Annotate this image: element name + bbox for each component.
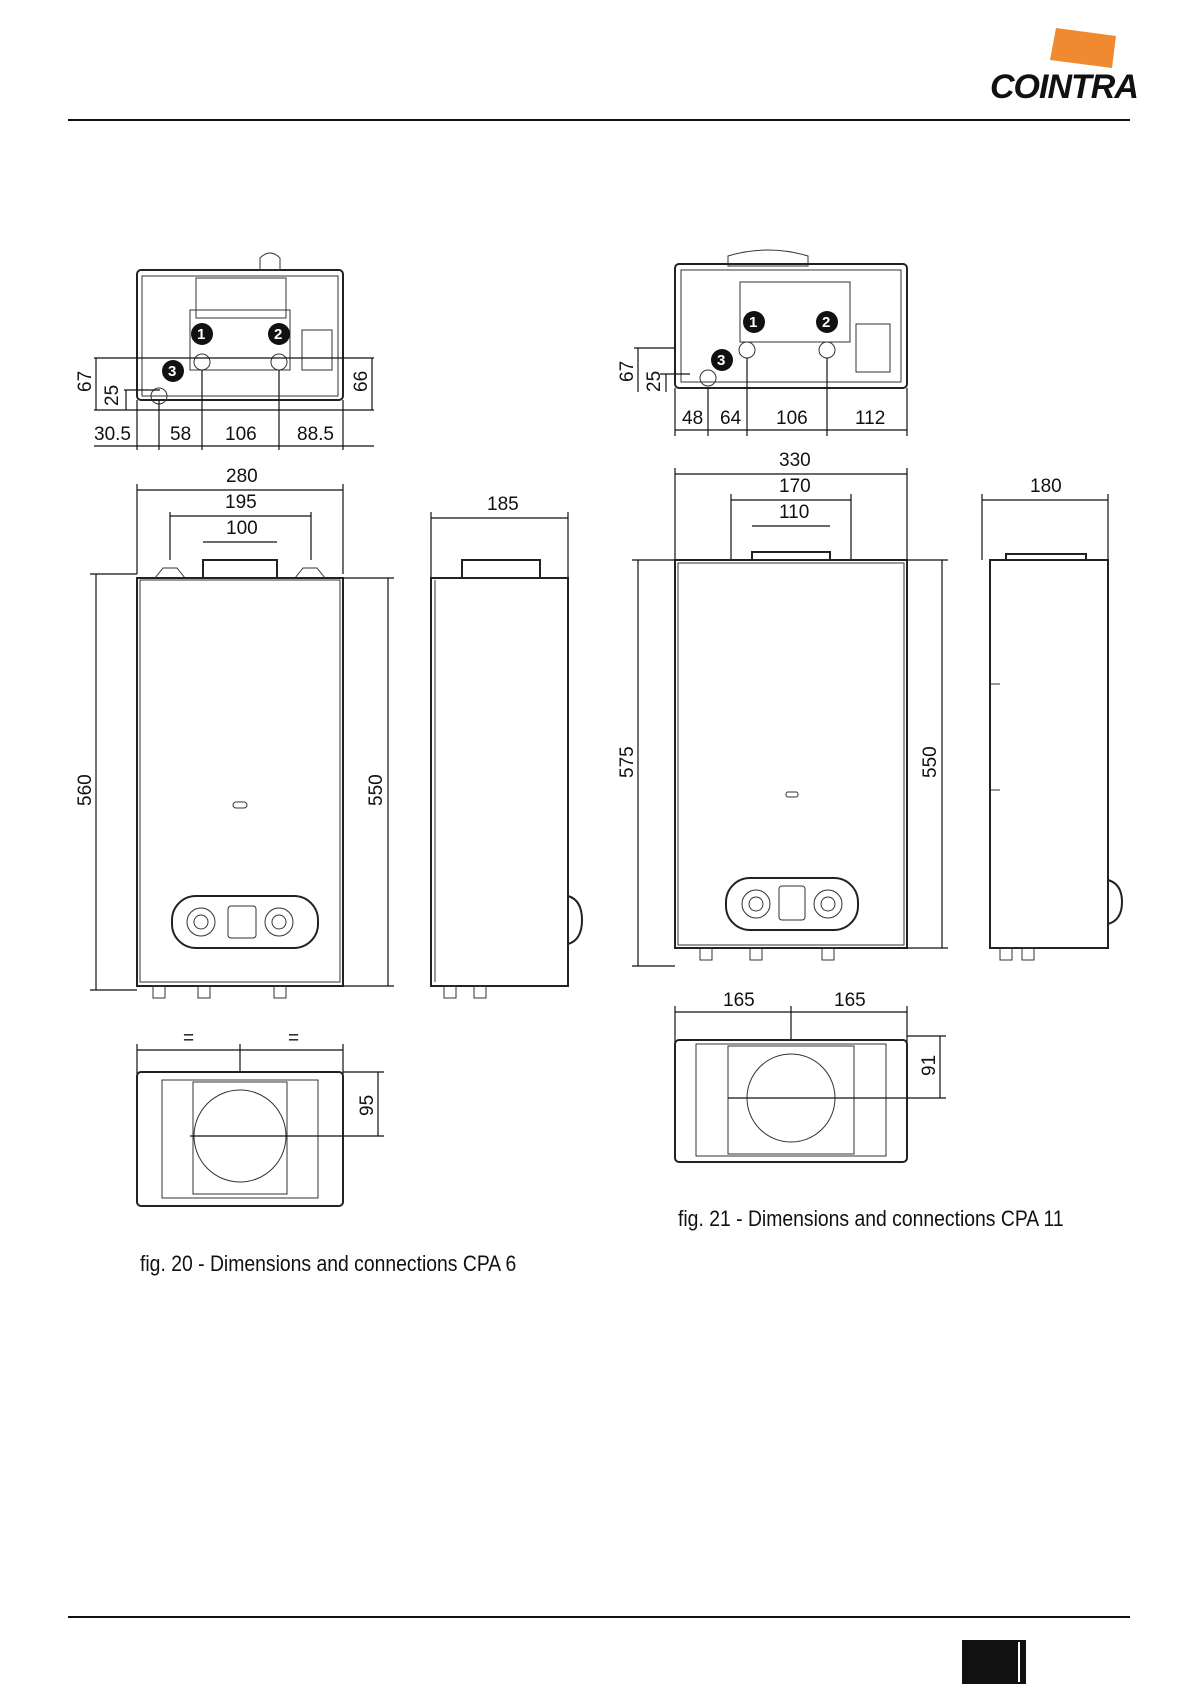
fig20-caption: fig. 20 - Dimensions and connections CPA… bbox=[140, 1251, 516, 1277]
fig20-dim-100: 100 bbox=[226, 518, 258, 539]
fig21-caption: fig. 21 - Dimensions and connections CPA… bbox=[678, 1206, 1064, 1232]
fig20-conn-2: 2 bbox=[274, 326, 282, 343]
fig21-dim-550: 550 bbox=[920, 746, 941, 778]
fig21-dim-25: 25 bbox=[644, 371, 665, 392]
fig21-dim-165-right: 165 bbox=[834, 990, 866, 1011]
fig20-dim-58: 58 bbox=[170, 424, 191, 445]
fig21-dim-170: 170 bbox=[779, 476, 811, 497]
fig21-conn-2: 2 bbox=[822, 314, 830, 331]
fig20-dim-95: 95 bbox=[357, 1095, 378, 1116]
fig21-conn-3: 3 bbox=[717, 352, 725, 369]
fig21-dim-67: 67 bbox=[617, 361, 638, 382]
fig21-dim-112: 112 bbox=[855, 408, 885, 429]
fig21-dim-575: 575 bbox=[617, 746, 638, 778]
fig20-dim-88-5: 88.5 bbox=[297, 424, 334, 445]
fig20-dim-280: 280 bbox=[226, 466, 258, 487]
fig20-dim-106: 106 bbox=[225, 424, 257, 445]
fig20-conn-1: 1 bbox=[197, 326, 205, 343]
fig20-dim-560: 560 bbox=[75, 774, 96, 806]
page-number-box bbox=[962, 1640, 1026, 1684]
fig21-dim-48: 48 bbox=[682, 408, 703, 429]
fig21-dim-180: 180 bbox=[1030, 476, 1062, 497]
fig20-eq-left: = bbox=[183, 1028, 194, 1049]
fig20-dim-25: 25 bbox=[102, 385, 123, 406]
fig20-top-view: 1 2 3 bbox=[137, 253, 343, 404]
fig21-dim-330: 330 bbox=[779, 450, 811, 471]
fig21-dim-106: 106 bbox=[776, 408, 808, 429]
fig20-dim-195: 195 bbox=[225, 492, 257, 513]
footer-rule bbox=[68, 1616, 1130, 1618]
fig21-dim-64: 64 bbox=[720, 408, 742, 429]
fig21-dim-91: 91 bbox=[919, 1055, 940, 1076]
fig21-dim-165-left: 165 bbox=[723, 990, 755, 1011]
fig21-conn-1: 1 bbox=[749, 314, 757, 331]
fig20-dim-550: 550 bbox=[366, 774, 387, 806]
fig20-dim-67: 67 bbox=[75, 371, 96, 392]
fig21-dim-110: 110 bbox=[779, 502, 809, 523]
fig20-dim-66: 66 bbox=[351, 371, 372, 392]
fig21-top-view: 1 2 3 bbox=[675, 250, 907, 388]
fig20-eq-right: = bbox=[288, 1028, 299, 1049]
fig20-conn-3: 3 bbox=[168, 363, 176, 380]
fig20-dim-185: 185 bbox=[487, 494, 519, 515]
fig20-dim-30-5: 30.5 bbox=[94, 424, 131, 445]
